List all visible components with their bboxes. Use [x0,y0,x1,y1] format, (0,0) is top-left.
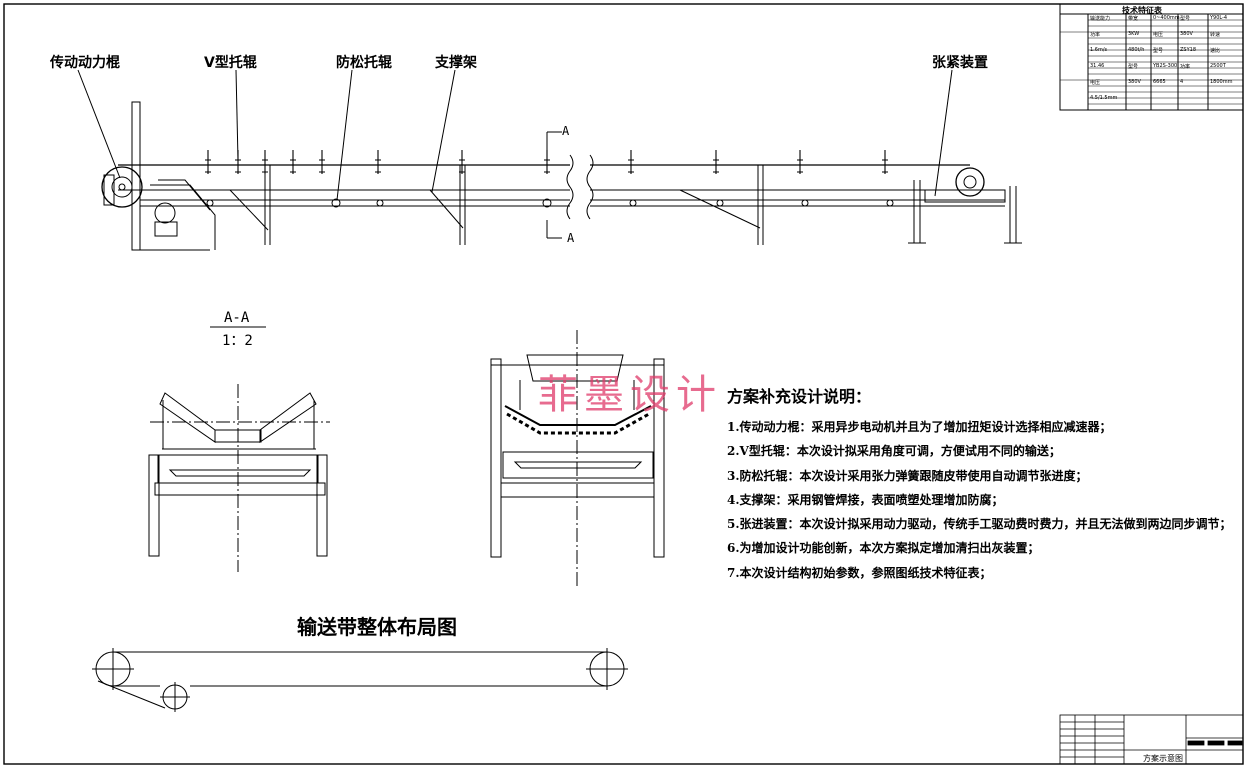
spec-table-cell: 480t/h [1128,47,1145,53]
notes-item-5: 5.张进装置：本次设计拟采用动力驱动，传统手工驱动费时费力，并且无法做到两边同步… [727,517,1232,532]
spec-table-cell: 0~400mm [1153,15,1180,21]
section-view-name: A-A [224,310,250,326]
notes-item-3: 3.防松托辊：本次设计采用张力弹簧跟随皮带使用自动调节张进度； [727,468,1088,483]
notes-item-6: 6.为增加设计功能创新，本次方案拟定增加清扫出灰装置； [727,541,1040,556]
section-view-left [148,326,330,572]
spec-table-cell: YB2S-300 [1153,63,1178,69]
design-notes: 方案补充设计说明： 1.传动动力棍：采用异步电动机并且为了增加扭矩设计选择相应减… [727,383,1247,585]
section-marker-top: A [562,124,570,138]
section-marker-bottom: A [567,231,575,245]
label-anti-loose-idler: 防松托辊 [336,55,392,71]
section-view-right [490,330,665,588]
label-v-idler: V型托辊 [204,55,257,71]
spec-table-cell: Y90L-4 [1210,15,1228,21]
spec-table-cell: 6665 [1153,79,1166,85]
spec-table-cell: 带宽 [1128,16,1139,22]
notes-item-4: 4.支撑架：采用钢管焊接，表面喷塑处理增加防腐； [727,492,1004,507]
spec-table-cell: ZSY18 [1180,47,1197,53]
spec-table-cell: 4.5/1.5mm [1090,95,1118,101]
conveyor-side-view [77,69,1022,251]
spec-table-cell: 速比 [1210,48,1221,54]
spec-table-cell: 电压 [1153,32,1164,38]
drawing-name: 方案示意图 [1143,754,1183,763]
spec-table-cell: 4 [1180,79,1184,85]
spec-table-cell: 型号 [1128,64,1139,70]
spec-table-cell: 380V [1180,31,1193,37]
layout-sketch [92,648,628,712]
notes-title: 方案补充设计说明： [727,387,872,406]
spec-table-cell: 1.6m/s [1090,47,1108,53]
title-block-grid [1059,714,1244,765]
label-support-frame: 支撑架 [435,55,477,71]
spec-table-cell: 380V [1128,79,1141,85]
spec-table-cell: 功率 [1090,32,1101,38]
spec-table-title: 技术特征表 [1122,6,1162,15]
watermark: 菲墨设计 [538,372,722,418]
layout-title: 输送带整体布局图 [297,615,457,639]
spec-table-cell: 型号 [1153,48,1164,54]
notes-item-2: 2.V型托辊：本次设计拟采用角度可调，方便试用不同的输送； [727,444,1061,459]
section-scale: 1：2 [222,333,253,349]
spec-table-cell: 电压 [1090,80,1101,86]
spec-table-cell: 2500T [1210,63,1226,69]
sheet-border [3,3,1244,765]
spec-table-cell: 31.46 [1090,63,1105,69]
notes-item-7: 7.本次设计结构初始参数，参照图纸技术特征表； [727,565,992,580]
spec-table-cell: 1800mm [1210,79,1233,85]
label-tension-device: 张紧装置 [932,55,988,71]
spec-table-cell: 输送能力 [1090,16,1111,22]
spec-table-cell: 型号 [1180,16,1191,22]
spec-table-cell: 功率 [1180,64,1191,70]
notes-item-1: 1.传动动力棍：采用异步电动机并且为了增加扭矩设计选择相应减速器； [727,420,1112,434]
spec-table-grid [1059,3,1244,111]
label-drive-roller: 传动动力棍 [50,55,120,71]
spec-table-cell: 转速 [1210,32,1221,38]
spec-table-cell: 3KW [1128,31,1140,37]
